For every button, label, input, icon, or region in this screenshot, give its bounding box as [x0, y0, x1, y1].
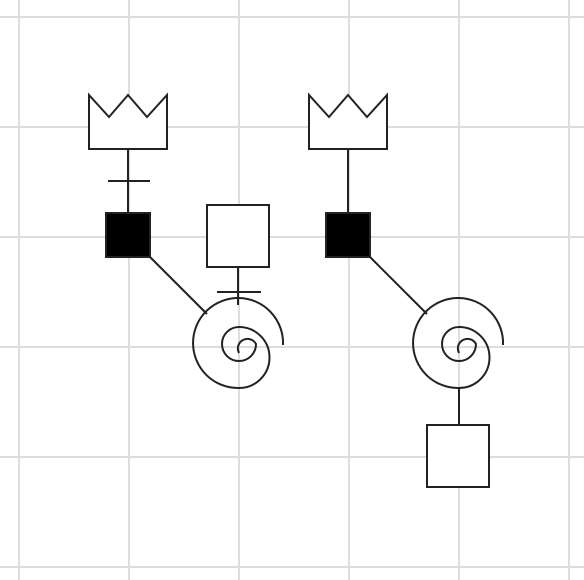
connector-line [369, 256, 428, 315]
filled-square-node [325, 212, 371, 258]
left-diagram [88, 92, 285, 390]
crown-icon [88, 92, 168, 150]
crown-icon [308, 92, 388, 150]
spiral-icon [412, 297, 505, 390]
right-diagram [308, 92, 505, 488]
open-square-node [206, 204, 270, 268]
connector-line [149, 256, 208, 315]
open-square-node [426, 424, 490, 488]
spiral-icon [192, 297, 285, 390]
filled-square-node [105, 212, 151, 258]
